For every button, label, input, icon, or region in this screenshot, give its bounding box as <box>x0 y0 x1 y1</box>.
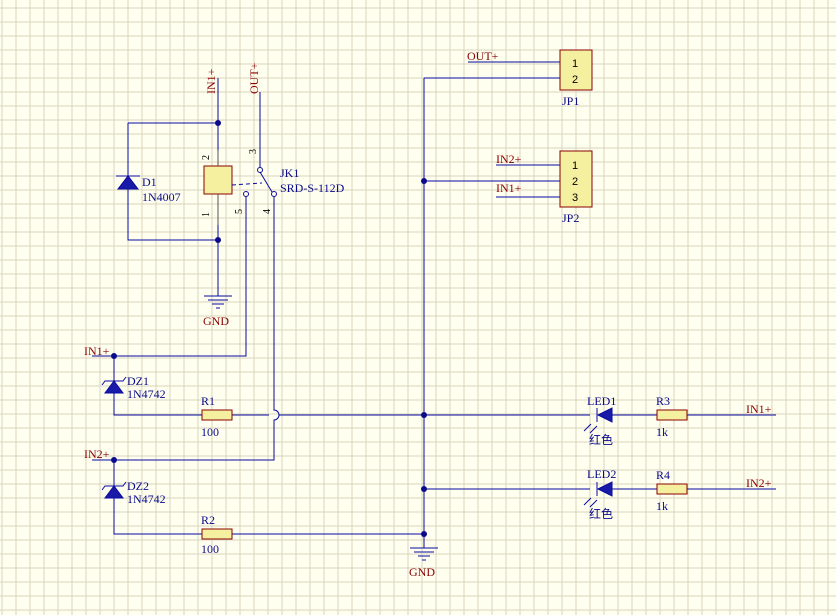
relay-com-contact <box>257 167 263 173</box>
diode-d1[interactable]: D1 1N4007 <box>116 170 181 204</box>
net-label: IN1+ <box>204 68 218 94</box>
pin-number: 2 <box>572 74 578 86</box>
zener-dz2[interactable]: DZ2 1N4742 <box>101 479 166 506</box>
r3-value: 1k <box>656 425 668 439</box>
led-led1[interactable]: LED1 红色 <box>583 394 616 447</box>
r1-designator: R1 <box>201 394 215 408</box>
relay-linkage <box>231 182 263 186</box>
r2-designator: R2 <box>201 513 215 527</box>
zener-dz1[interactable]: DZ1 1N4742 <box>101 374 166 401</box>
relay-no-contact <box>271 191 277 197</box>
net-label: IN2+ <box>84 447 110 461</box>
net-label: IN2+ <box>746 476 772 490</box>
net-label: IN1+ <box>746 402 772 416</box>
dz2-designator: DZ2 <box>127 479 149 493</box>
net-label: IN1+ <box>84 344 110 358</box>
dz1-designator: DZ1 <box>127 374 149 388</box>
pin-number: 3 <box>248 149 259 154</box>
led1-designator: LED1 <box>587 394 616 408</box>
net-label: IN1+ <box>496 181 522 195</box>
pin-number: 2 <box>572 176 578 188</box>
pin-number: 5 <box>234 209 245 214</box>
pin-number: 2 <box>201 155 212 160</box>
resistor-body <box>201 409 233 421</box>
led-light-ray <box>589 425 598 434</box>
d1-designator: D1 <box>142 175 157 189</box>
r1-value: 100 <box>201 425 219 439</box>
net-label: GND <box>203 314 229 328</box>
junction-dot <box>421 531 427 537</box>
wire-no-in2 <box>114 408 280 461</box>
pin-number: 1 <box>572 160 578 172</box>
r3-designator: R3 <box>656 394 670 408</box>
zener-triangle <box>104 380 124 394</box>
relay-nc-contact <box>243 191 249 197</box>
resistor-r4[interactable]: R4 1k <box>656 468 688 513</box>
led-led2[interactable]: LED2 红色 <box>583 467 616 521</box>
wire-dz2-r2 <box>113 500 202 535</box>
r2-value: 100 <box>201 542 219 556</box>
junction-dot <box>111 457 117 463</box>
resistor-r1[interactable]: R1 100 <box>201 394 233 439</box>
resistor-body <box>201 528 233 540</box>
resistor-r2[interactable]: R2 100 <box>201 513 233 556</box>
wires <box>92 61 776 548</box>
led-light-ray <box>589 499 598 508</box>
wire-nc-in1 <box>114 200 247 357</box>
junction-dot <box>215 120 221 126</box>
net-label: OUT+ <box>467 49 499 63</box>
led-light-ray <box>583 423 592 432</box>
dz1-model: 1N4742 <box>127 387 166 401</box>
led2-designator: LED2 <box>587 467 616 481</box>
net-label: IN2+ <box>496 152 522 166</box>
r4-value: 1k <box>656 499 668 513</box>
resistor-body <box>656 483 688 495</box>
relay-jk1[interactable]: 2 1 3 5 4 JK1 SRD-S-112D <box>201 145 345 225</box>
relay-model: SRD-S-112D <box>280 181 345 195</box>
jp2-designator: JP2 <box>562 211 579 225</box>
connector-jp1[interactable]: 1 2 JP1 <box>559 49 593 108</box>
connector-body <box>559 49 593 91</box>
net-labels: IN1+ OUT+ OUT+ IN2+ IN1+ IN1+ IN2+ IN1+ … <box>84 49 772 490</box>
ground-symbol-main: GND <box>409 547 438 579</box>
r4-designator: R4 <box>656 468 670 482</box>
ground-symbol-relay: GND <box>203 295 232 328</box>
junction-dot <box>421 412 427 418</box>
pin-number: 1 <box>201 212 212 217</box>
led1-color: 红色 <box>589 432 613 447</box>
pin-number: 1 <box>572 58 578 70</box>
pin-number: 3 <box>572 192 578 204</box>
led2-color: 红色 <box>589 506 613 521</box>
led-light-ray <box>583 497 592 506</box>
junction-dot <box>215 237 221 243</box>
connector-jp2[interactable]: 1 2 3 JP2 <box>559 150 593 225</box>
diode-triangle <box>116 175 140 190</box>
connector-body <box>559 150 593 208</box>
wire-d1-anode <box>127 190 218 241</box>
resistor-body <box>656 409 688 421</box>
junction-dot <box>421 178 427 184</box>
d1-model: 1N4007 <box>142 190 181 204</box>
relay-switch-arm <box>259 171 273 193</box>
led-triangle <box>596 407 613 423</box>
zener-triangle <box>104 485 124 499</box>
junction-dot <box>111 353 117 359</box>
pin-number: 4 <box>262 209 273 214</box>
wire-dz1-r1 <box>113 395 202 416</box>
relay-coil <box>203 165 233 195</box>
net-label: GND <box>409 565 435 579</box>
dz2-model: 1N4742 <box>127 492 166 506</box>
led-triangle <box>596 481 613 497</box>
junctions <box>111 120 427 537</box>
resistor-r3[interactable]: R3 1k <box>656 394 688 439</box>
relay-designator: JK1 <box>280 166 299 180</box>
junction-dot <box>421 486 427 492</box>
jp1-designator: JP1 <box>562 94 579 108</box>
net-label: OUT+ <box>247 62 261 94</box>
